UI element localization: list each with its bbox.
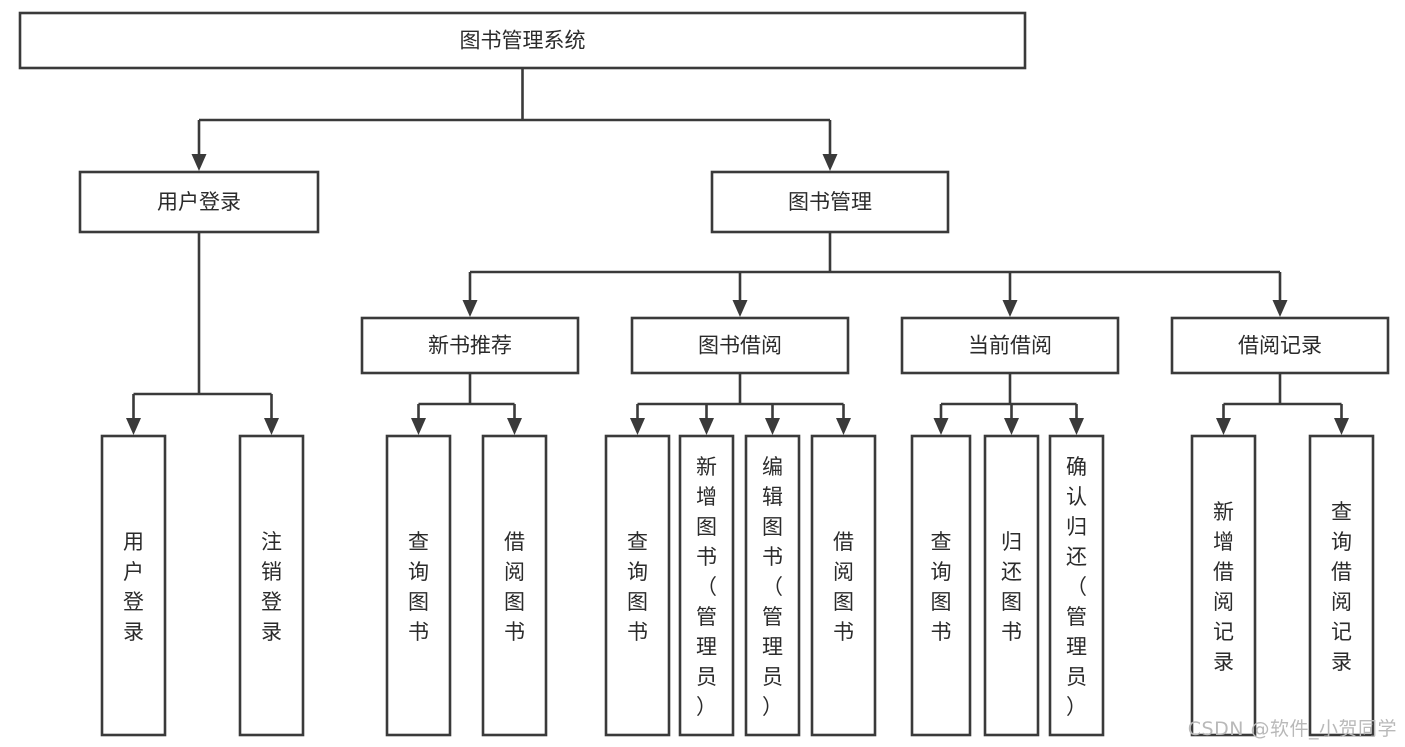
leaf-label: 新增借阅记录 — [1213, 500, 1234, 674]
node-label: 图书管理系统 — [460, 29, 586, 53]
arrow-head-icon — [411, 418, 426, 435]
leaf-label: 确认归还（管理员） — [1066, 455, 1087, 719]
arrow-head-icon — [1272, 300, 1288, 317]
arrow-head-icon — [630, 418, 645, 435]
arrow-head-icon — [699, 418, 714, 435]
node-label: 当前借阅 — [968, 334, 1052, 358]
node-l3-1[interactable]: 图书借阅 — [630, 316, 850, 375]
arrow-head-icon — [1216, 418, 1231, 435]
node-leaf-8[interactable]: 查询图书 — [910, 434, 972, 737]
node-label: 用户登录 — [157, 190, 241, 214]
node-leaf-5[interactable]: 新增图书（管理员） — [678, 434, 735, 737]
arrow-head-icon — [264, 418, 279, 435]
node-leaf-6[interactable]: 编辑图书（管理员） — [744, 434, 801, 737]
node-label: 图书管理 — [788, 190, 872, 214]
node-label: 新书推荐 — [428, 334, 512, 358]
leaf-label: 借阅图书 — [833, 530, 854, 644]
arrow-head-icon — [462, 300, 478, 317]
node-leaf-2[interactable]: 查询图书 — [385, 434, 452, 737]
node-leaf-10[interactable]: 确认归还（管理员） — [1048, 434, 1105, 737]
arrow-head-icon — [1004, 418, 1019, 435]
leaf-label: 查询图书 — [627, 530, 648, 644]
arrow-head-icon — [191, 154, 207, 171]
arrow-head-icon — [836, 418, 851, 435]
arrow-head-icon — [933, 418, 949, 435]
node-l3-0[interactable]: 新书推荐 — [360, 316, 580, 375]
connector-layer — [126, 68, 1349, 435]
node-leaf-12[interactable]: 查询借阅记录 — [1308, 434, 1375, 737]
node-leaf-11[interactable]: 新增借阅记录 — [1190, 434, 1257, 737]
node-leaf-1[interactable]: 注销登录 — [238, 434, 305, 737]
leaf-label: 新增图书（管理员） — [696, 455, 717, 719]
arrow-head-icon — [765, 418, 780, 435]
arrow-head-icon — [732, 300, 748, 317]
arrow-head-icon — [507, 418, 522, 435]
leaf-label: 查询图书 — [931, 530, 952, 644]
node-leaf-9[interactable]: 归还图书 — [983, 434, 1040, 737]
node-l3-3[interactable]: 借阅记录 — [1170, 316, 1390, 375]
node-label: 图书借阅 — [698, 334, 782, 358]
node-l2-0[interactable]: 用户登录 — [78, 170, 320, 234]
node-leaf-7[interactable]: 借阅图书 — [810, 434, 877, 737]
leaf-label: 查询图书 — [408, 530, 429, 644]
node-leaf-3[interactable]: 借阅图书 — [481, 434, 548, 737]
arrow-head-icon — [1069, 418, 1084, 435]
node-leaf-0[interactable]: 用户登录 — [100, 434, 167, 737]
arrow-head-icon — [822, 154, 838, 171]
arrow-head-icon — [1002, 300, 1018, 317]
node-layer: 图书管理系统用户登录图书管理新书推荐图书借阅当前借阅借阅记录用户登录注销登录查询… — [18, 11, 1390, 737]
leaf-label: 归还图书 — [1001, 530, 1022, 644]
leaf-label: 借阅图书 — [504, 530, 525, 644]
node-label: 借阅记录 — [1238, 334, 1322, 358]
node-l2-1[interactable]: 图书管理 — [710, 170, 950, 234]
leaf-label: 注销登录 — [261, 530, 282, 644]
node-root-图书管理系统[interactable]: 图书管理系统 — [18, 11, 1027, 70]
arrow-head-icon — [1334, 418, 1349, 435]
csdn-watermark: CSDN @软件_小贺同学 — [1187, 718, 1397, 740]
arrow-head-icon — [126, 418, 141, 435]
leaf-label: 编辑图书（管理员） — [762, 455, 783, 719]
node-leaf-4[interactable]: 查询图书 — [604, 434, 671, 737]
leaf-label: 查询借阅记录 — [1331, 500, 1352, 674]
leaf-label: 用户登录 — [123, 530, 144, 644]
node-l3-2[interactable]: 当前借阅 — [900, 316, 1120, 375]
